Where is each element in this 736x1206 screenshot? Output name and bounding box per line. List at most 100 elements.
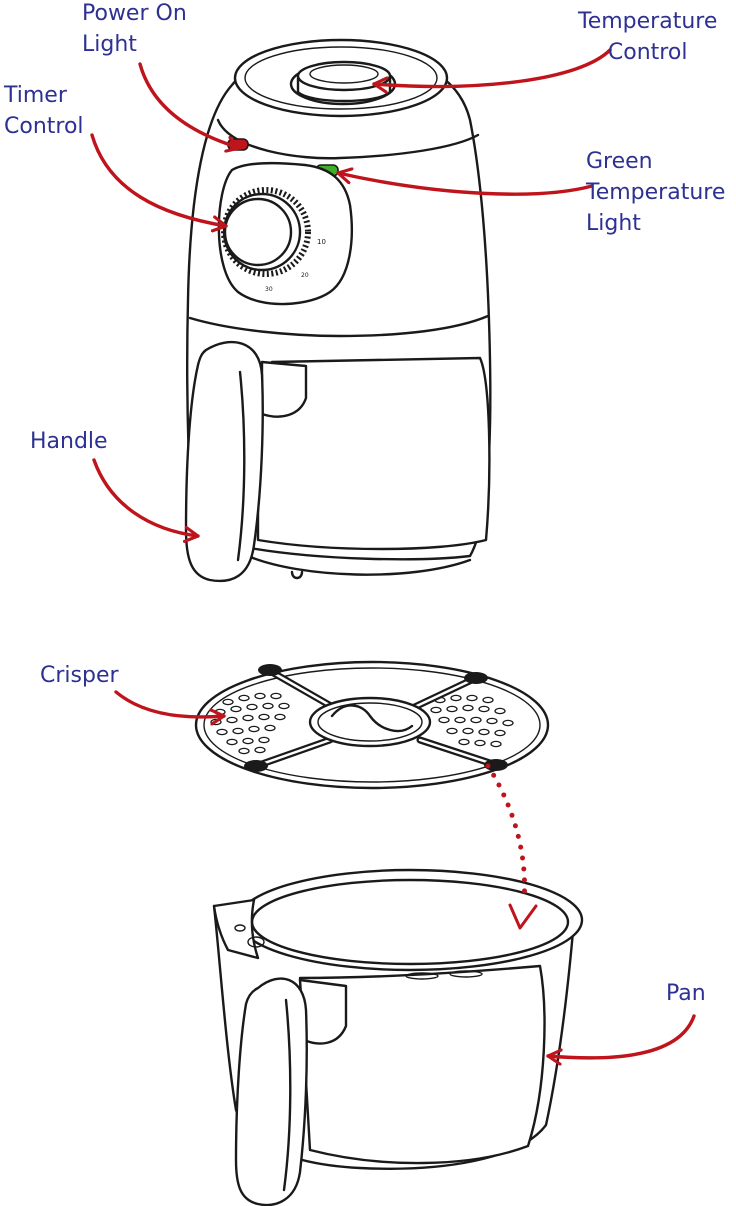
crisper-hole xyxy=(246,703,258,711)
crisper-hole xyxy=(232,727,244,735)
label-pan: Pan xyxy=(666,978,706,1009)
label-handle-text: Handle xyxy=(30,429,108,454)
crisper-plate xyxy=(194,660,550,790)
crisper-hole xyxy=(430,706,442,714)
crisper-hole xyxy=(502,719,514,727)
label-pan-text: Pan xyxy=(666,981,706,1006)
crisper-hole xyxy=(494,729,506,737)
crisper-center-ring-inner xyxy=(317,702,423,742)
fryer-bottom-rim xyxy=(246,554,472,576)
drawer-front xyxy=(256,356,491,551)
arrow-crisper-into-pan-head xyxy=(508,903,538,930)
arrow-crisper xyxy=(114,690,226,717)
label-temperature-control-line-2: Control xyxy=(607,40,688,65)
pan-bracket-slot xyxy=(247,936,265,948)
arrow-crisper-into-pan xyxy=(485,763,528,903)
crisper-hole xyxy=(242,714,254,722)
crisper-foot xyxy=(464,672,488,684)
crisper-hole xyxy=(454,716,466,724)
drawer-top-line xyxy=(188,314,490,338)
label-green-temperature-light-line-2: Temperature xyxy=(586,180,726,205)
pan-handle-bracket xyxy=(212,898,260,960)
crisper-hole xyxy=(238,694,250,702)
arrow-timer-control xyxy=(90,133,228,226)
crisper-hole xyxy=(458,738,470,746)
crisper-hole xyxy=(462,727,474,735)
pan-handle-grip-edge xyxy=(282,998,292,1192)
timer-mark-30: 30 xyxy=(265,286,273,293)
label-green-temperature-light-line-1: Green xyxy=(586,149,653,174)
arrow-temperature-control xyxy=(372,48,612,86)
crisper-hole xyxy=(482,696,494,704)
arrow-green-temperature-light xyxy=(336,173,594,196)
crisper-hole xyxy=(494,707,506,715)
timer-mark-20: 20 xyxy=(301,272,309,279)
pan-handle-grip xyxy=(234,977,308,1206)
top-lid-inner xyxy=(244,46,438,110)
label-timer-control-line-2: Control xyxy=(4,114,84,139)
air-fryer-unit: 10 20 30 xyxy=(184,38,492,583)
label-power-on-light-line-2: Light xyxy=(82,32,137,57)
pan-basket xyxy=(212,868,584,1206)
crisper-hole xyxy=(450,694,462,702)
crisper-hole xyxy=(230,705,242,713)
label-crisper-text: Crisper xyxy=(40,663,119,688)
pan-vent-slot xyxy=(405,972,439,980)
crisper-hole xyxy=(214,708,226,716)
crisper-hole xyxy=(478,705,490,713)
crisper-hole xyxy=(486,717,498,725)
crisper-hole xyxy=(446,705,458,713)
label-temperature-control: Temperature Control xyxy=(578,6,717,68)
label-green-temperature-light-line-3: Light xyxy=(586,211,641,236)
handle-mount xyxy=(260,360,308,418)
handle-grip-edge xyxy=(236,370,246,562)
label-power-on-light: Power On Light xyxy=(82,0,187,60)
crisper-center-clip xyxy=(330,704,414,733)
temperature-knob-cap xyxy=(309,64,379,84)
temperature-knob-top xyxy=(296,60,392,92)
crisper-hole xyxy=(242,737,254,745)
crisper-hole xyxy=(474,739,486,747)
crisper-hole xyxy=(470,716,482,724)
label-timer-control-line-1: Timer xyxy=(4,83,67,108)
arrow-pan xyxy=(546,1014,696,1058)
callout-arrows xyxy=(90,48,696,1058)
crisper-center-ring xyxy=(308,696,432,748)
crisper-hole xyxy=(254,746,266,754)
crisper-hole xyxy=(258,713,270,721)
label-power-on-light-line-1: Power On xyxy=(82,1,187,26)
crisper-hole xyxy=(222,698,234,706)
crisper-hole xyxy=(278,702,290,710)
crisper-hole xyxy=(264,724,276,732)
crisper-foot xyxy=(244,760,268,772)
label-handle: Handle xyxy=(30,426,108,457)
crisper-hole xyxy=(238,747,250,755)
crisper-hole xyxy=(226,716,238,724)
crisper-hole xyxy=(270,692,282,700)
crisper-foot xyxy=(484,759,508,771)
pan-front-panel xyxy=(298,964,546,1165)
arrow-handle xyxy=(92,458,200,536)
timer-mark-10: 10 xyxy=(317,238,326,246)
crisper-hole xyxy=(462,704,474,712)
fryer-foot xyxy=(290,570,304,580)
label-temperature-control-line-1: Temperature xyxy=(578,9,718,34)
crisper-hole xyxy=(248,725,260,733)
crisper-inner-rim xyxy=(203,667,541,783)
timer-knob xyxy=(223,197,293,267)
pan-rim-outer xyxy=(236,868,584,972)
crisper-hole xyxy=(490,740,502,748)
crisper-hole xyxy=(216,728,228,736)
pan-bracket-slot xyxy=(234,924,246,932)
label-timer-control: Timer Control xyxy=(4,80,84,142)
handle-grip xyxy=(184,340,264,583)
crisper-holes xyxy=(210,692,514,755)
crisper-hole xyxy=(438,716,450,724)
crisper-hole xyxy=(478,728,490,736)
crisper-hole xyxy=(274,713,286,721)
crisper-hole xyxy=(226,738,238,746)
crisper-foot xyxy=(258,664,282,676)
label-crisper: Crisper xyxy=(40,660,119,691)
crisper-hole xyxy=(262,702,274,710)
